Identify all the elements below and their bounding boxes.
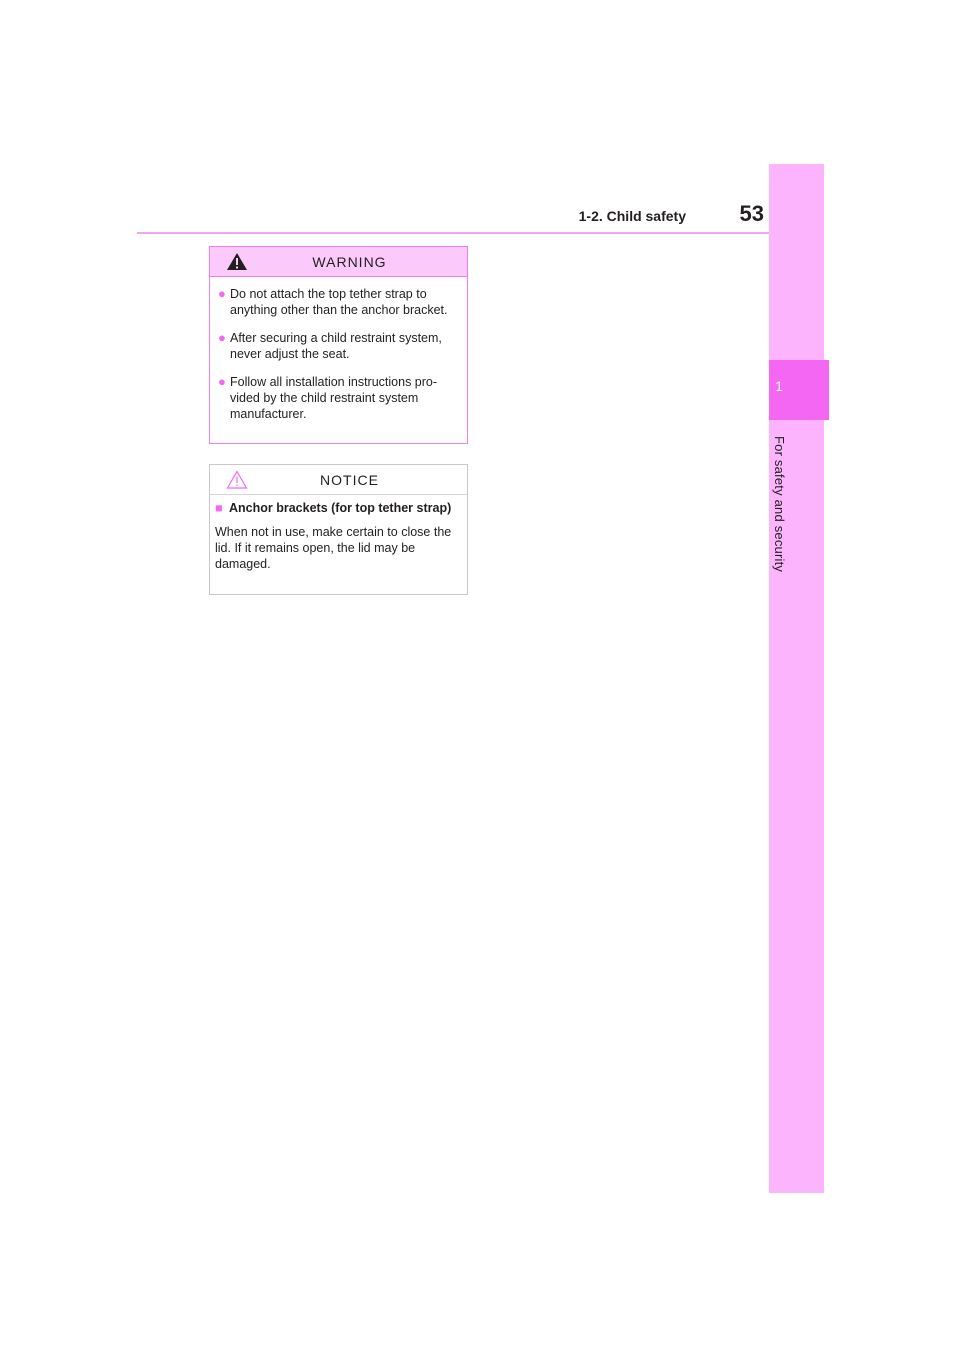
warning-item-text: Do not attach the top tether strap to an… bbox=[230, 287, 448, 317]
notice-box: NOTICE ■ Anchor brackets (for top tether… bbox=[209, 464, 468, 595]
warning-item: ● After securing a child restraint syste… bbox=[218, 330, 459, 362]
warning-list: ● Do not attach the top tether strap to … bbox=[210, 277, 467, 422]
chapter-side-tab bbox=[769, 164, 824, 1193]
chapter-number: 1 bbox=[775, 378, 783, 394]
warning-header: WARNING bbox=[210, 247, 467, 277]
bullet-icon: ● bbox=[218, 330, 226, 345]
notice-body: ■ Anchor brackets (for top tether strap)… bbox=[210, 495, 467, 572]
notice-text: When not in use, make certain to close t… bbox=[215, 525, 452, 571]
bullet-icon: ● bbox=[218, 374, 226, 389]
square-bullet-icon: ■ bbox=[215, 501, 223, 515]
notice-header: NOTICE bbox=[210, 465, 467, 495]
chapter-marker bbox=[769, 360, 829, 420]
warning-item-text: Follow all installation instructions pro… bbox=[230, 375, 438, 421]
notice-heading: ■ Anchor brackets (for top tether strap) bbox=[215, 500, 462, 516]
warning-item-text: After securing a child restraint system,… bbox=[230, 331, 442, 361]
header-rule bbox=[137, 232, 769, 234]
bullet-icon: ● bbox=[218, 286, 226, 301]
warning-title: WARNING bbox=[312, 253, 387, 270]
page-number: 53 bbox=[739, 201, 764, 226]
warning-item: ● Do not attach the top tether strap to … bbox=[218, 286, 459, 318]
caution-triangle-icon bbox=[226, 470, 248, 489]
warning-box: WARNING ● Do not attach the top tether s… bbox=[209, 246, 468, 444]
section-title: 1-2. Child safety bbox=[578, 208, 686, 224]
chapter-title: For safety and security bbox=[772, 436, 787, 573]
warning-item: ● Follow all installation instructions p… bbox=[218, 374, 459, 422]
notice-title: NOTICE bbox=[320, 471, 379, 488]
notice-heading-text: Anchor brackets (for top tether strap) bbox=[229, 501, 452, 515]
warning-triangle-icon bbox=[227, 253, 247, 270]
